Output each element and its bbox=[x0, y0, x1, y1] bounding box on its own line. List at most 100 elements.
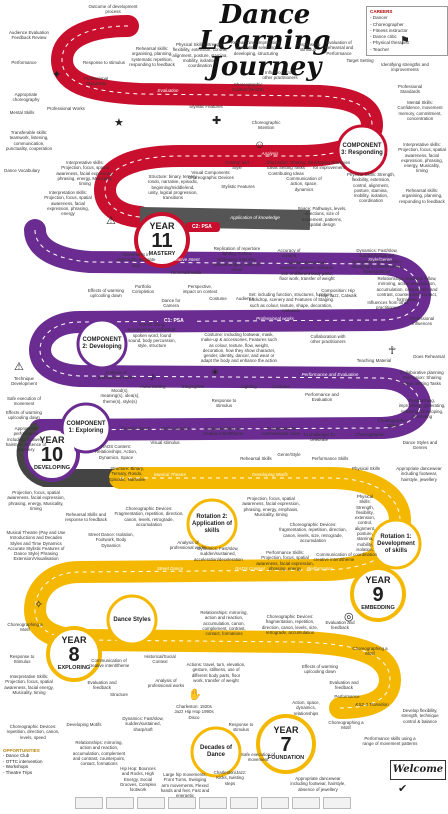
note: Structure bbox=[110, 692, 128, 697]
opportunity-item: - Theatre Trips bbox=[3, 769, 33, 775]
logo bbox=[75, 797, 103, 809]
year-stage: FOUNDATION bbox=[267, 755, 305, 761]
note: Evaluation of Rehearsal and Performance bbox=[324, 40, 354, 56]
note: Charleston: 1920s Jazz Hip Hop 1990s Dis… bbox=[174, 704, 214, 720]
careers-item: - Choreographer bbox=[370, 21, 404, 27]
note: Mental Skills: Confidence, movement memo… bbox=[397, 100, 443, 121]
note: Outcome of development process bbox=[88, 4, 138, 15]
puzzle-icon: ✚ bbox=[212, 115, 222, 127]
careers-heading: CAREERS bbox=[370, 9, 393, 14]
note: Mood(s), meaning(s), idea(s), theme(s), … bbox=[100, 388, 140, 404]
note: Choreographic Tasks bbox=[377, 418, 407, 429]
road-label: Performance and Evaluation bbox=[301, 372, 359, 377]
year-9-badge: YEAR 9 EMBEDDING bbox=[355, 571, 401, 617]
note: Physical Skills: Strength, flexibility, … bbox=[353, 494, 377, 558]
logo bbox=[199, 797, 227, 809]
year-11-badge: YEAR 11 MASTERY bbox=[139, 217, 185, 263]
note: Transferable skills: teamwork, listening… bbox=[5, 130, 53, 151]
note: Film/Multimedia bbox=[170, 270, 202, 275]
note: Perspective, impact on context bbox=[182, 284, 218, 295]
note: Evaluation and feedback bbox=[325, 620, 355, 631]
note: Appropriate choreography bbox=[12, 92, 40, 103]
note: Charleston/Jazz: Kicks, twisting steps bbox=[213, 770, 247, 786]
flag-icon: ⚑ bbox=[400, 35, 410, 47]
note: Projection, focus, spatial awareness, fa… bbox=[242, 496, 300, 517]
opportunities-heading: OPPORTUNITIES bbox=[3, 748, 40, 753]
note: RADS Content: Relationships, Action, Dyn… bbox=[95, 444, 137, 460]
note: To entertain/ To communicate ideas bbox=[262, 426, 300, 437]
note: Composition: Hip Hop, Jazz, Catwalk bbox=[319, 288, 357, 299]
note: Researching, improvising, generating, se… bbox=[398, 398, 446, 419]
note: Large hip movements, Front Turns, Swingi… bbox=[160, 772, 210, 799]
note: Action, space, dynamics, relationships bbox=[292, 700, 320, 716]
note: Developing Motifs bbox=[66, 722, 102, 727]
note: Visual stimulus bbox=[150, 440, 180, 445]
year-number: 8 bbox=[68, 644, 80, 666]
c1-psa-badge: C1: PSA bbox=[161, 317, 187, 325]
note: Performance Skills bbox=[311, 456, 349, 461]
note: Communication of action, space, dynamics bbox=[286, 176, 322, 192]
warning-icon: ⚠ bbox=[106, 215, 116, 227]
year-label: YEAR bbox=[273, 725, 299, 735]
music-icon: ♪ bbox=[150, 371, 156, 383]
welcome-sign: Welcome bbox=[390, 760, 446, 780]
note: Teaching Material bbox=[356, 358, 392, 363]
note: Rehearsal skills: organising, planning, … bbox=[129, 46, 175, 67]
logo bbox=[168, 797, 196, 809]
note: Stylistic Features bbox=[221, 184, 255, 189]
note: Choreographic Devices: Fragmentation, re… bbox=[114, 506, 184, 527]
note: Choreographic Content (RADS) bbox=[232, 82, 264, 93]
note: Choreographic Intention bbox=[251, 120, 281, 131]
note: Staging/Set bbox=[181, 384, 205, 389]
note: Effects of warming up/cooling down bbox=[301, 664, 339, 675]
year-label: YEAR bbox=[61, 635, 87, 645]
note: Street Dance: Isolation, Footwork, Body … bbox=[88, 532, 134, 548]
note: Relationships: lead and follow, mirrorin… bbox=[376, 276, 438, 303]
year-number: 10 bbox=[40, 444, 64, 466]
note: Performance bbox=[11, 60, 37, 65]
note: Collaboration with other practitioners bbox=[310, 334, 346, 345]
road-label: Evaluation bbox=[157, 88, 179, 93]
note: Costume: including footwear, mask, make-… bbox=[201, 332, 277, 364]
road-label: Street Dance bbox=[156, 566, 184, 571]
year-stage: DEVELOPING bbox=[33, 465, 71, 471]
note: Context and Style bbox=[225, 160, 249, 171]
note: Structure: Binary, Ternary, Rondo, Episo… bbox=[108, 466, 146, 482]
note: Relationships: mirroring, action and rea… bbox=[200, 610, 248, 637]
note: Evaluation and feedback bbox=[87, 680, 117, 691]
note: Rehearsal Skills bbox=[240, 456, 272, 461]
opportunity-item: - Dance Club bbox=[3, 753, 30, 759]
note: Identifying strengths and improvements bbox=[381, 62, 429, 73]
tick-icon: ✔ bbox=[398, 783, 408, 795]
star-icon: ★ bbox=[114, 117, 124, 129]
note: Interpretative skills: Projection, focus… bbox=[56, 160, 114, 187]
note: Choreographic Devices: fragmentation, re… bbox=[261, 614, 319, 635]
note: Response to stimulus bbox=[211, 398, 237, 409]
careers-item: - Dance critic bbox=[370, 34, 397, 40]
note: Genre/Style bbox=[277, 452, 301, 457]
note: Analysis of professional works bbox=[97, 370, 135, 381]
note: Communication of creative intent/theme bbox=[202, 426, 244, 437]
note: Choreographing a Motif bbox=[7, 622, 43, 633]
note: Appropriate performance including: footw… bbox=[5, 426, 47, 453]
note: Relationships: mirroring, action and rea… bbox=[72, 740, 126, 767]
road-label: RADS Content bbox=[235, 566, 265, 571]
rotation-1: Rotation 1: Development of skills bbox=[374, 522, 418, 566]
note: Actions: Travel, turn, elevation, gestur… bbox=[279, 260, 335, 281]
note: Tactile stimulus bbox=[160, 426, 190, 431]
logo bbox=[230, 797, 258, 809]
note: Response to stimulus bbox=[83, 60, 125, 65]
note: Choreographer bbox=[355, 432, 385, 437]
note: Performance Skills: Projection, focus, s… bbox=[256, 550, 314, 571]
note: Dance for Camera bbox=[161, 298, 181, 309]
opportunity-item: - Workshops bbox=[3, 764, 29, 770]
note: Evaluation and feedback bbox=[329, 680, 359, 691]
note: Analysis of professional works bbox=[147, 678, 185, 689]
note: Choreographic Devices: fragmentation, re… bbox=[279, 522, 347, 543]
note: Appropriate dancewear including footwear… bbox=[290, 776, 346, 792]
component-3-responding: COMPONENT 3: Responding bbox=[340, 128, 384, 172]
note: Rehearsal skills: organising, planning, … bbox=[399, 188, 445, 204]
note: Does Rehearsal bbox=[413, 354, 445, 359]
year-7-badge: YEAR 7 FOUNDATION bbox=[263, 721, 309, 767]
logo bbox=[106, 797, 134, 809]
